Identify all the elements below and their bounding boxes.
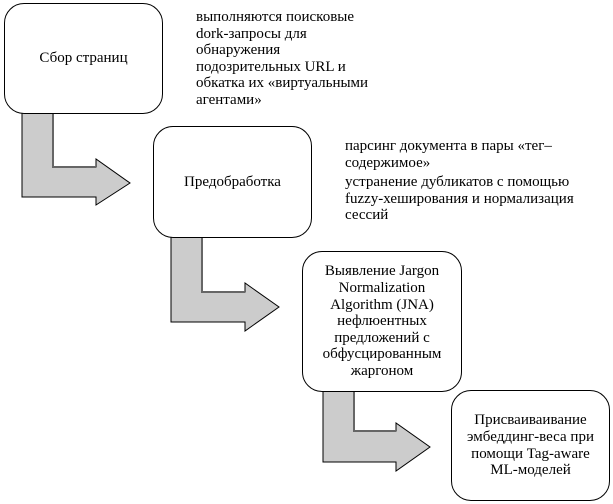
annotation-text: парсинг документа в пары «тег–содержимое… [345, 138, 552, 171]
annotation-text: выполняются поисковые dork-запросы для о… [196, 9, 369, 108]
step-label: Предобработка [184, 173, 281, 190]
step-box-preprocessing: Предобработка [153, 126, 312, 238]
annotation-preprocessing: парсинг документа в пары «тег–содержимое… [345, 138, 585, 224]
step-box-embedding-weights: Присваиваивание эмбеддинг-веса при помощ… [451, 390, 610, 501]
bent-arrow-2 [170, 236, 280, 332]
step-label: Присваиваивание эмбеддинг-веса при помощ… [467, 412, 594, 479]
step-label: Сбор страниц [39, 50, 128, 67]
step-box-page-collection: Сбор страниц [4, 3, 163, 114]
step-label: Выявление Jargon Normalization Algorithm… [322, 263, 442, 379]
annotation-page-collection: выполняются поисковые dork-запросы для о… [196, 9, 386, 109]
bent-arrow-1 [21, 112, 131, 206]
step-box-jna-detection: Выявление Jargon Normalization Algorithm… [302, 251, 462, 392]
annotation-text: устранение дубликатов с помощью fuzzy-хе… [345, 174, 574, 224]
